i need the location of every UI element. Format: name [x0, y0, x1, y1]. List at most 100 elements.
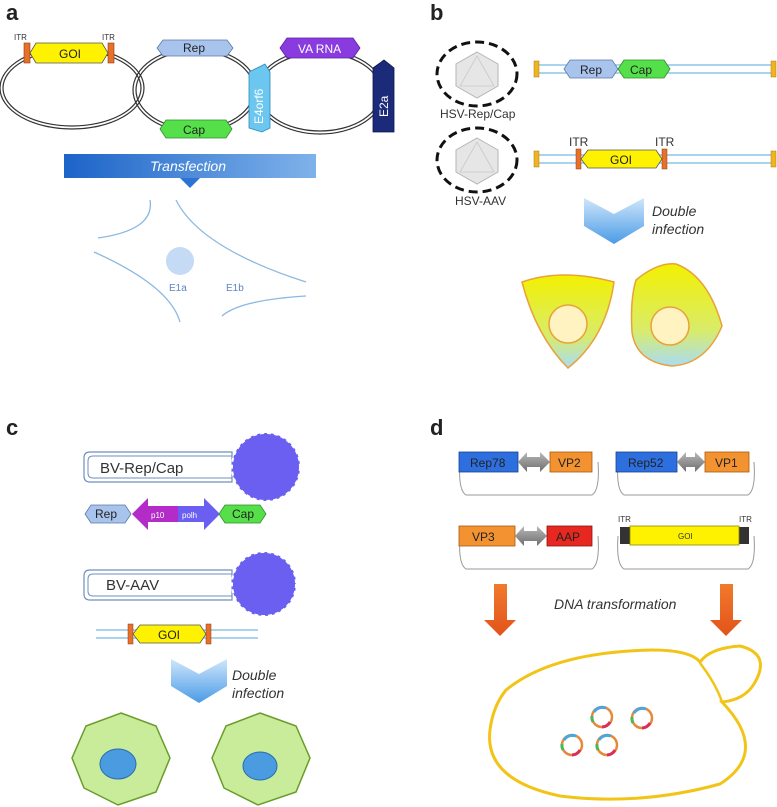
- itr-right-marker: [107, 42, 115, 64]
- bv-cap-label: Cap: [232, 507, 254, 521]
- va-rna-label: VA RNA: [298, 42, 341, 56]
- hsv-infected-cell-left: [521, 274, 615, 370]
- d-goi-box: [629, 525, 740, 546]
- e2a-box: [372, 59, 395, 133]
- hsv-itr-left-label: ITR: [569, 135, 589, 149]
- vp3-label: VP3: [472, 530, 495, 544]
- itr-left-label: ITR: [14, 33, 27, 42]
- e1b-label: E1b: [226, 283, 244, 294]
- vp1-box: [704, 451, 750, 473]
- yeast-plasmid-rep52-vp1: Rep52 VP1: [615, 451, 755, 496]
- hsv-rep-box: [563, 59, 619, 79]
- plasmid-helper: VA RNA E4orf6 E2a: [248, 37, 395, 135]
- hsv-infection-arrow: [584, 198, 644, 244]
- hsv-cap-box: [617, 59, 671, 79]
- rep-label: Rep: [183, 41, 205, 55]
- transformation-label: DNA transformation: [554, 596, 677, 612]
- panel-a: a ITR ITR GOI Rep Cap VA RNA: [0, 0, 395, 323]
- hsv-aav-virion: [435, 126, 519, 194]
- itr-right-label: ITR: [102, 33, 115, 42]
- hek-cell: E1a E1b: [93, 199, 307, 323]
- hsv-rep-cap-label: HSV-Rep/Cap: [440, 107, 516, 121]
- vp1-label: VP1: [715, 456, 738, 470]
- insect-cell-left: [71, 712, 171, 806]
- transfection-label: Transfection: [150, 158, 226, 174]
- bv-aav-label: BV-AAV: [106, 577, 159, 594]
- itr-left-marker: [23, 42, 31, 64]
- transfection-banner: Transfection: [64, 154, 316, 188]
- bv-construct-goi: GOI: [96, 623, 258, 645]
- plasmid-ring-4: [595, 733, 619, 757]
- cap-label: Cap: [183, 123, 205, 137]
- transfection-arrow-tip: [180, 178, 200, 188]
- e2a-label: E2a: [377, 95, 391, 117]
- panel-d: d Rep78 VP2 Rep52 VP1 VP3 AAP: [430, 415, 762, 801]
- d-itr-left-marker: [620, 527, 630, 544]
- bv-rep-cap-label: BV-Rep/Cap: [100, 460, 183, 477]
- e1a-label: E1a: [169, 283, 187, 294]
- yeast-plasmid-rep78-vp2: Rep78 VP2: [458, 451, 599, 496]
- vp3-aap-promoter: [515, 526, 547, 546]
- hsv-aav-label: HSV-AAV: [455, 194, 506, 208]
- hsv-goi-label: GOI: [610, 153, 632, 167]
- hsv-rep-cap-virion: [435, 40, 519, 108]
- vp2-box: [549, 451, 593, 473]
- panel-letter-d: d: [430, 415, 443, 440]
- bv-rep-cap-particle: [231, 432, 301, 502]
- hsv-infected-cell-right: [630, 263, 723, 367]
- hsv-nucleus-left: [548, 304, 588, 344]
- d-itr-left-label: ITR: [618, 515, 631, 524]
- bv-aav-particle: [231, 551, 297, 617]
- bv-rep-label: Rep: [95, 507, 117, 521]
- insect-nucleus-right: [242, 751, 278, 781]
- rep52-label: Rep52: [628, 456, 664, 470]
- panel-b: b HSV-Rep/Cap Rep Cap HSV-AAV: [430, 0, 777, 370]
- bv-cap-box: [218, 504, 267, 524]
- plasmid-goi: ITR ITR GOI: [0, 33, 145, 130]
- hsv-infection-label-line1: Double: [652, 203, 697, 219]
- hsv-cap-label: Cap: [630, 63, 652, 77]
- rep52-vp1-promoter: [677, 452, 705, 472]
- hsv-rep-label: Rep: [580, 63, 602, 77]
- bv-infection-label-line2: infection: [232, 685, 284, 701]
- bv-rep-box: [84, 504, 132, 524]
- cap-box: [159, 119, 233, 139]
- cell-nucleus: [166, 247, 194, 275]
- plasmid-rep-cap: Rep Cap: [132, 39, 258, 139]
- e4orf6-box: [248, 63, 271, 133]
- bv-infection-arrow: [171, 659, 227, 703]
- transformation-arrow-right: [710, 584, 742, 636]
- yeast-plasmid-goi: ITR ITR GOI: [617, 515, 755, 570]
- hsv-itr-right-label: ITR: [655, 135, 675, 149]
- panel-letter-c: c: [6, 415, 18, 440]
- bv-infection-label-line1: Double: [232, 667, 277, 683]
- insect-cell-right: [211, 712, 311, 806]
- hsv-construct-rep-cap: Rep Cap: [533, 59, 777, 79]
- rep78-vp2-promoter: [518, 452, 550, 472]
- bv-goi-box: [132, 624, 207, 644]
- aap-label: AAP: [556, 530, 580, 544]
- insect-nucleus-left: [99, 748, 137, 780]
- goi-box: [29, 42, 109, 64]
- d-itr-right-marker: [739, 527, 749, 544]
- bv-rep-cap: BV-Rep/Cap: [83, 432, 301, 502]
- rep78-label: Rep78: [470, 456, 506, 470]
- aap-box: [546, 525, 593, 547]
- d-itr-right-label: ITR: [739, 515, 752, 524]
- panel-c: c BV-Rep/Cap Rep p10 polh Cap BV-AAV: [6, 415, 311, 806]
- polh-label: polh: [182, 511, 197, 520]
- plasmid-ring-2: [630, 706, 654, 730]
- bv-goi-label: GOI: [158, 628, 180, 642]
- p10-arrow: [132, 498, 178, 530]
- plasmid-ring-1: [590, 705, 614, 729]
- transfection-bar: [64, 154, 316, 178]
- goi-label: GOI: [59, 47, 81, 61]
- panel-letter-b: b: [430, 0, 443, 25]
- plasmid-ring-3: [560, 733, 584, 757]
- d-goi-label: GOI: [678, 532, 693, 541]
- yeast-cell: [488, 644, 762, 801]
- bv-aav: BV-AAV: [83, 551, 297, 617]
- transformation-arrow-left: [484, 584, 516, 636]
